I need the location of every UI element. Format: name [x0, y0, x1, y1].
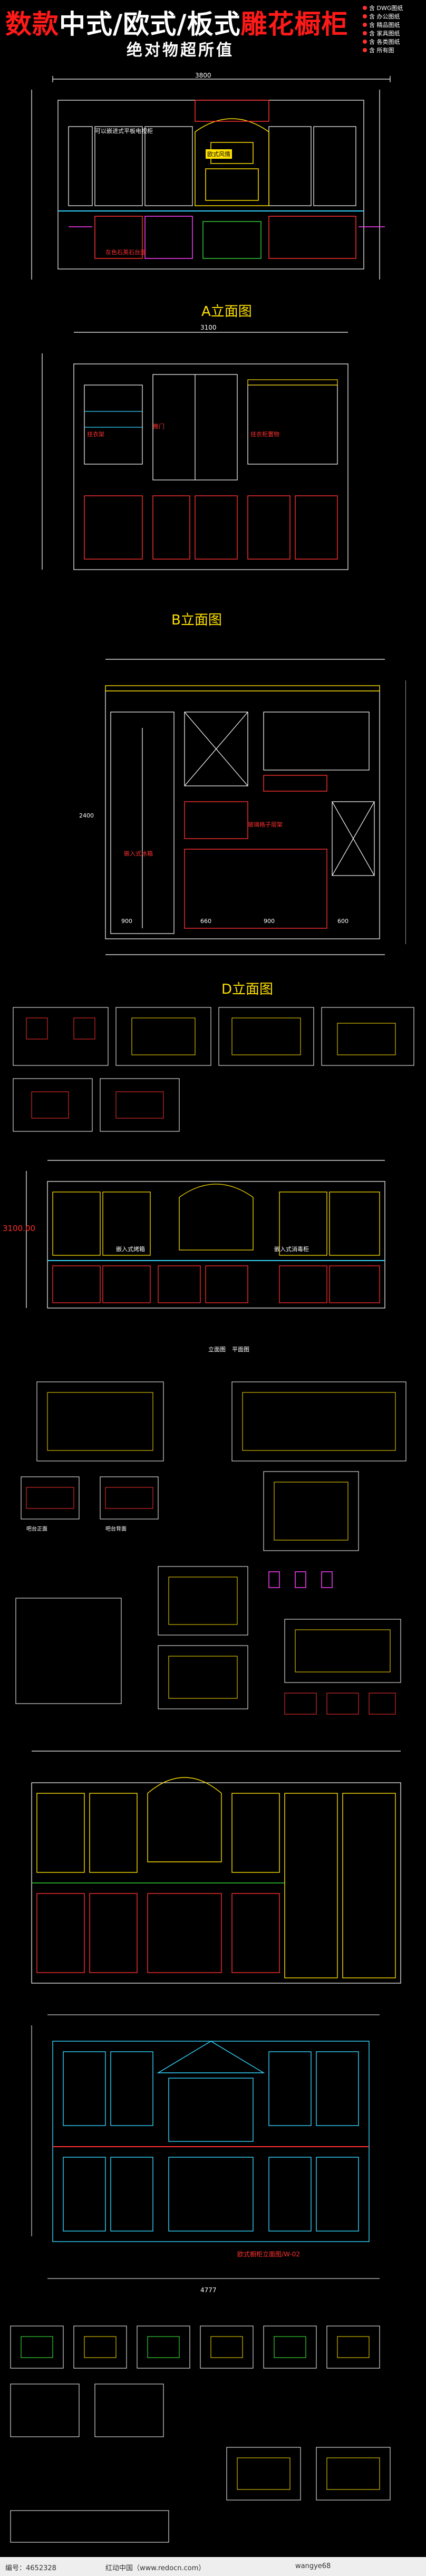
format-legend: 含 DWG图纸 含 办公图纸 含 精品图纸 含 家具图纸 含 各类图纸 含 所有… — [363, 4, 421, 55]
blue-cabinet-dimension: 4777 — [200, 2286, 217, 2294]
bar-label: 吧台正面 — [26, 1526, 47, 1532]
elevation-b-note-rack: 挂衣架 — [87, 431, 104, 438]
bar-label: 吧台背面 — [105, 1526, 127, 1532]
title-mid: 中式/欧式/板式 — [59, 9, 241, 40]
elevation-d-dim: 900 — [264, 918, 275, 925]
elevation-d-drawing — [105, 659, 406, 955]
elevation-a-drawing — [31, 76, 391, 280]
elevation-d-note-fridge: 嵌入式冰箱 — [124, 850, 153, 857]
european-kitchen-dimension: 3100.00 — [3, 1224, 36, 1233]
elevation-b-drawing — [42, 332, 348, 570]
elevation-d-dim: 660 — [200, 918, 211, 925]
footer-user: wangye68 — [295, 2562, 331, 2570]
legend-item: 含 DWG图纸 — [363, 4, 421, 13]
title-suffix: 雕花橱柜 — [240, 9, 348, 40]
elevation-d-note-shelf: 玻璃格子层架 — [248, 821, 283, 828]
legend-item: 含 所有图 — [363, 46, 421, 55]
european-kitchen-elevation — [26, 1160, 385, 1309]
watermark-footer: 编号：4652328 红动中国（www.redocn.com） wangye68 — [0, 2557, 426, 2576]
row-label: 立面图 — [208, 1346, 226, 1353]
thumbnail-grid-3 — [15, 1566, 401, 1715]
blue-cabinet-elevation — [31, 2014, 380, 2279]
elevation-d-label: D立面图 — [221, 982, 274, 997]
elevation-d-dim: 600 — [337, 918, 348, 925]
elevation-a-dimension: 3800 — [195, 72, 211, 79]
european-kitchen-note-sterilizer: 嵌入式消毒柜 — [274, 1246, 309, 1253]
elevation-d-dim-height: 2400 — [79, 812, 94, 819]
elevation-b-label: B立面图 — [171, 612, 222, 628]
elevation-a-label: A立面图 — [201, 304, 252, 320]
thumbnail-grid-4 — [10, 2325, 391, 2543]
header-banner — [0, 0, 426, 63]
row-label: 平面图 — [232, 1346, 249, 1353]
legend-item: 含 家具图纸 — [363, 30, 421, 38]
elevation-b-note-storage: 挂衣柜置物 — [250, 431, 279, 438]
legend-item: 含 精品图纸 — [363, 21, 421, 30]
european-cabinet-elevation — [31, 1751, 401, 1984]
footer-id: 编号：4652328 — [5, 2564, 56, 2572]
elevation-a-note-counter: 灰色石英石台面 — [105, 249, 146, 256]
elevation-d-dim: 900 — [121, 918, 132, 925]
european-kitchen-note-oven: 嵌入式烤箱 — [116, 1246, 145, 1253]
elevation-a-note-tv: 可以嵌进式平板电视柜 — [95, 128, 153, 134]
thumbnail-grid-2 — [21, 1381, 406, 1551]
legend-item: 含 各类图纸 — [363, 38, 421, 46]
elevation-b-dimension: 3100 — [200, 324, 217, 331]
footer-site: 红动中国（www.redocn.com） — [105, 2564, 206, 2572]
page-title: 数款中式/欧式/板式雕花橱柜 — [5, 3, 348, 41]
blue-cabinet-note: 欧式橱柜立面图/W-02 — [237, 2251, 301, 2258]
elevation-b-note-door: 推门 — [153, 423, 164, 430]
subtitle: 绝对物超所值 — [127, 41, 234, 60]
legend-item: 含 办公图纸 — [363, 13, 421, 21]
elevation-a-tag: 欧式风情 — [206, 149, 232, 159]
thumbnail-grid-1 — [13, 1007, 414, 1132]
title-prefix: 数款 — [5, 9, 59, 40]
